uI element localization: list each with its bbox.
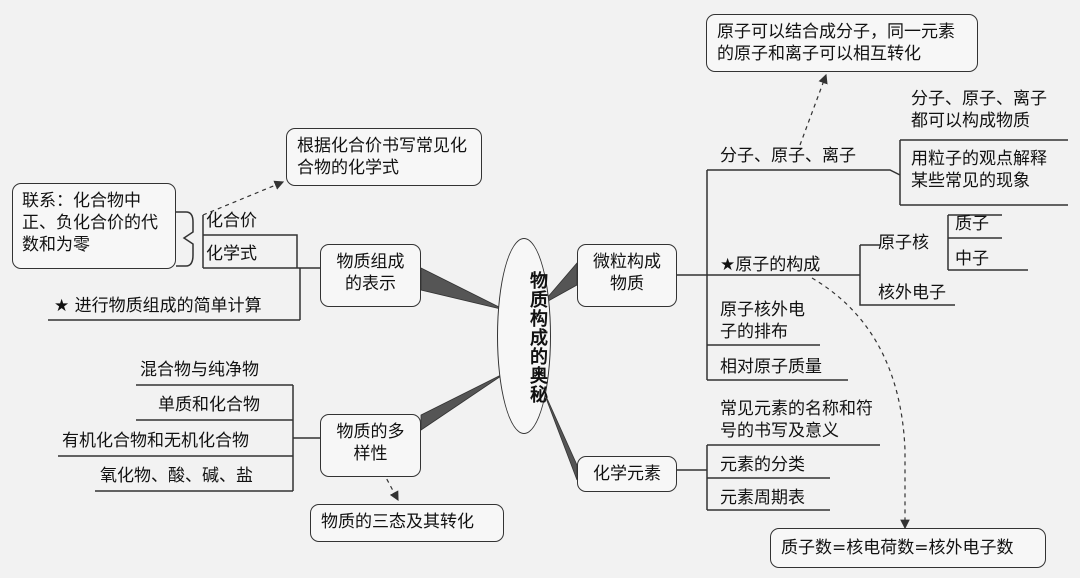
node-diversity-label: 物质的多样性 [336,422,405,464]
node-diversity: 物质的多样性 [320,414,421,477]
convert-note: 原子可以结合成分子，同一元素的原子和离子可以相互转化 [706,14,978,72]
wedge-diversity [420,371,508,431]
wedge-composition [420,267,506,311]
all-can-form-text: 分子、原子、离子都可以构成物质 [911,89,1047,131]
element-item-3: 元素周期表 [720,488,805,508]
equation-node: 质子数=核电荷数=核外电子数 [770,528,1046,568]
center-label: 物质构成的奥秘 [527,270,548,404]
neutron-label: 中子 [955,249,989,269]
node-elements-label: 化学元素 [593,464,661,484]
diversity-item-2: 单质和化合物 [158,395,260,415]
states-node: 物质的三态及其转化 [310,504,504,542]
relative-mass-label: 相对原子质量 [720,357,822,377]
diversity-item-3: 有机化合物和无机化合物 [62,431,249,451]
connection-note: 联系：化合物中正、负化合价的代数和为零 [12,183,176,269]
valence-label: 化合价 [206,211,257,231]
write-formula-note: 根据化合价书写常见化合物的化学式 [286,128,482,186]
arrangement-node: 原子核外电子的排布 [710,297,822,347]
arrangement-node-text: 原子核外电子的排布 [720,300,805,342]
node-particles-label: 微粒构成物质 [593,252,661,294]
all-can-form: 分子、原子、离子都可以构成物质 [905,88,1060,140]
element-item-1: 常见元素的名称和符号的书写及意义 [710,396,884,446]
nucleus-label: 原子核 [878,233,929,253]
atom-structure-label: ★原子的构成 [720,255,821,275]
states-node-label: 物质的三态及其转化 [321,512,474,532]
diversity-item-4: 氧化物、酸、碱、盐 [100,466,253,486]
proton-label: 质子 [955,214,989,234]
explain-phenomena-text: 用粒子的观点解释某些常见的现象 [911,149,1047,191]
diversity-item-1: 混合物与纯净物 [140,360,259,380]
node-elements: 化学元素 [577,456,677,492]
calc-label: ★ 进行物质组成的简单计算 [54,296,262,316]
equation-node-text: 质子数=核电荷数=核外电子数 [781,538,1014,558]
mol-atom-ion-label: 分子、原子、离子 [720,146,856,166]
formula-label: 化学式 [206,244,257,264]
explain-phenomena: 用粒子的观点解释某些常见的现象 [905,148,1065,200]
convert-note-text: 原子可以结合成分子，同一元素的原子和离子可以相互转化 [717,22,955,64]
electron-label: 核外电子 [878,283,946,303]
node-composition: 物质组成的表示 [320,244,421,307]
element-item-1-text: 常见元素的名称和符号的书写及意义 [720,399,873,441]
center-node: 物质构成的奥秘 [497,238,551,434]
element-item-2: 元素的分类 [720,455,805,475]
node-composition-label: 物质组成的表示 [336,252,405,294]
connection-note-text: 联系：化合物中正、负化合价的代数和为零 [22,191,158,255]
write-formula-note-text: 根据化合价书写常见化合物的化学式 [297,136,467,178]
node-particles: 微粒构成物质 [577,244,677,307]
